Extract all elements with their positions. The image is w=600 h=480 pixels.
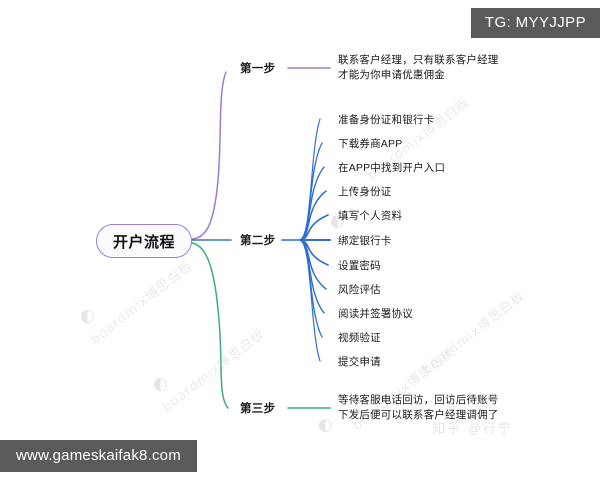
watermark-logo-icon: ◐ xyxy=(318,415,333,435)
branch-label-step-2[interactable]: 第二步 xyxy=(240,235,276,247)
leaf-node-step-3-0[interactable]: 等待客服电话回访，回访后待账号 下发后便可以联系客户经理调佣了 xyxy=(338,394,499,421)
leaf-node-step-2-10[interactable]: 提交申请 xyxy=(338,356,381,368)
leaf-node-step-2-0[interactable]: 准备身份证和银行卡 xyxy=(338,114,435,126)
leaf-node-step-2-7[interactable]: 风险评估 xyxy=(338,284,381,296)
branch-label-step-3[interactable]: 第三步 xyxy=(240,403,276,415)
leaf-node-step-2-8[interactable]: 阅读并签署协议 xyxy=(338,308,413,320)
watermark-boardmix: boardmix博思白板 xyxy=(87,258,197,348)
branch-fan-step-2 xyxy=(299,118,331,362)
leaf-node-step-2-2[interactable]: 在APP中找到开户入口 xyxy=(338,162,446,174)
leaf-node-step-2-9[interactable]: 视频验证 xyxy=(338,332,381,344)
leaf-node-step-2-6[interactable]: 设置密码 xyxy=(338,260,381,272)
leaf-node-step-1-0[interactable]: 联系客户经理，只有联系客户经理 才能为你申请优惠佣金 xyxy=(338,54,499,81)
watermark-logo-icon: ◐ xyxy=(153,374,168,394)
branch-line-step-3 xyxy=(191,242,229,409)
leaf-node-step-2-5[interactable]: 绑定银行卡 xyxy=(338,235,392,247)
root-node[interactable]: 开户流程 xyxy=(96,224,192,258)
root-node-label: 开户流程 xyxy=(112,233,175,251)
telegram-banner: TG: MYYJJPP xyxy=(470,8,600,38)
leaf-node-step-2-1[interactable]: 下载券商APP xyxy=(338,138,403,150)
branch-line-step-1 xyxy=(191,71,227,240)
watermark-boardmix: boardmix博思白板 xyxy=(419,288,529,378)
watermark-logo-icon: ◐ xyxy=(80,306,95,326)
website-banner: www.gameskaifak8.com xyxy=(0,440,197,472)
leaf-node-step-2-3[interactable]: 上传身份证 xyxy=(338,186,392,198)
branch-label-step-1[interactable]: 第一步 xyxy=(240,63,276,75)
leaf-node-step-2-4[interactable]: 填写个人资料 xyxy=(338,210,403,222)
